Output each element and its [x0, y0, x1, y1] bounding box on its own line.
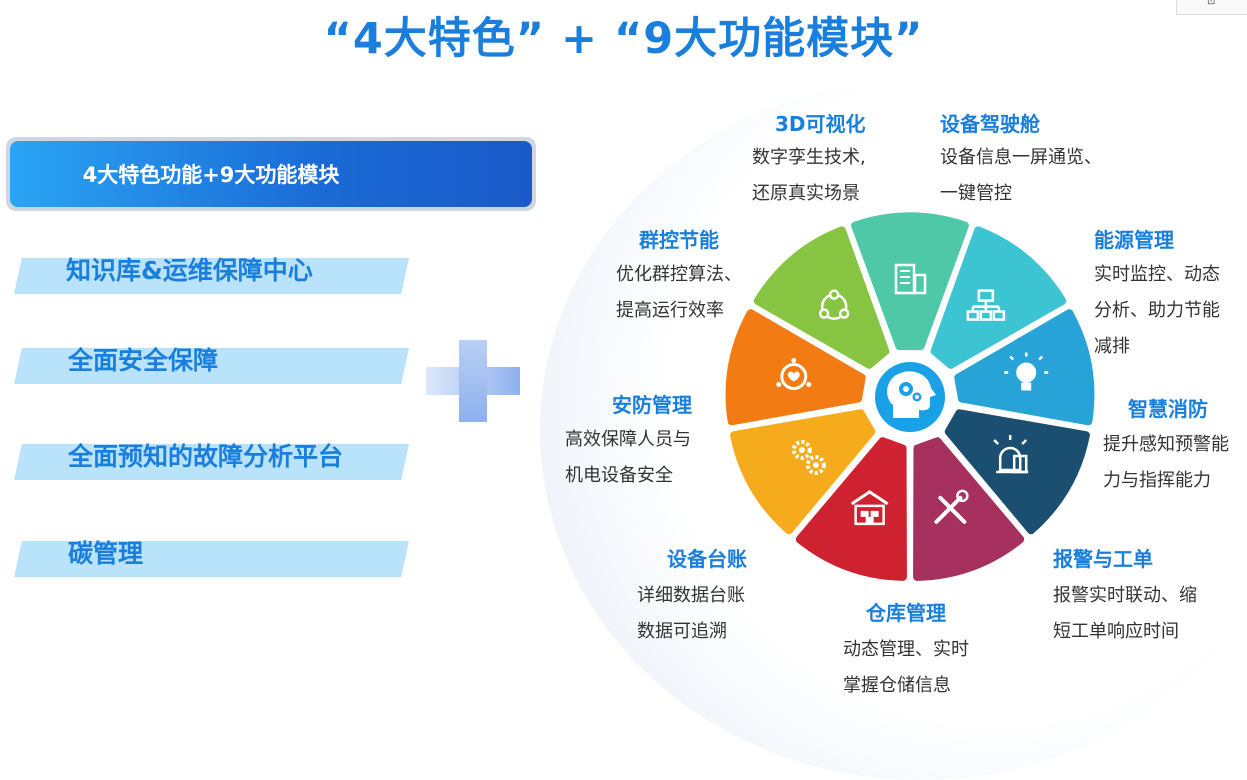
network-icon [818, 289, 850, 320]
module-title: 群控节能 [639, 228, 719, 252]
gears-icon [791, 440, 826, 475]
warehouse-icon [850, 490, 889, 526]
module-title: 3D可视化 [775, 112, 866, 136]
feature-item: 知识库&运维保障中心 [14, 254, 409, 294]
window-corner: ⊡ [1176, 0, 1247, 15]
tools-icon [934, 489, 969, 524]
lightbulb-icon [1004, 352, 1049, 391]
window-control-icon[interactable]: ⊡ [1207, 0, 1216, 7]
module-title: 仓库管理 [866, 601, 946, 625]
module-title: 设备台账 [667, 547, 747, 571]
module-segment [944, 409, 1090, 535]
module-description: 报警实时联动、缩 [1053, 585, 1197, 606]
module-description: 力与指挥能力 [1103, 470, 1211, 491]
feature-item: 全面预知的故障分析平台 [14, 440, 409, 480]
module-description: 提升感知预警能 [1103, 434, 1229, 455]
module-description: 优化群控算法、 [616, 264, 742, 285]
page-title: “4大特色” + “9大功能模块” [323, 14, 924, 64]
module-title: 报警与工单 [1053, 547, 1153, 571]
center-brain-icon [867, 354, 953, 440]
module-description: 设备信息一屏通览、 [940, 147, 1102, 168]
module-title: 安防管理 [612, 393, 692, 417]
alarm-icon [993, 435, 1029, 474]
module-description: 掌握仓储信息 [843, 675, 951, 696]
module-wheel [725, 212, 1095, 581]
module-segment-shape [930, 226, 1067, 369]
module-description: 提高运行效率 [616, 300, 724, 321]
feature-label: 全面安全保障 [68, 346, 219, 375]
module-description: 短工单响应时间 [1053, 621, 1179, 642]
feature-band [14, 541, 409, 577]
feature-item: 全面安全保障 [14, 344, 409, 384]
module-segment-shape [851, 212, 969, 351]
main-summary-label: 4大特色功能+9大功能模块 [10, 141, 532, 207]
feature-band [14, 348, 409, 384]
module-segment-shape [913, 437, 1025, 581]
module-description: 机电设备安全 [565, 465, 673, 486]
module-segment [753, 226, 890, 369]
module-segment-shape [725, 309, 866, 426]
feature-band [14, 444, 409, 480]
module-title: 智慧消防 [1128, 397, 1208, 421]
module-title: 能源管理 [1094, 228, 1174, 252]
main-summary-box: 4大特色功能+9大功能模块 [6, 137, 536, 211]
module-segment [913, 437, 1025, 581]
module-description: 动态管理、实时 [843, 639, 969, 660]
module-description: 数据可追溯 [637, 621, 727, 642]
module-description: 减排 [1094, 336, 1130, 357]
module-segment [725, 309, 866, 426]
module-description: 分析、助力节能 [1094, 300, 1220, 321]
feature-label: 知识库&运维保障中心 [66, 256, 313, 285]
module-segment-shape [795, 437, 907, 581]
module-segment-shape [753, 226, 890, 369]
feature-band [14, 258, 409, 294]
head-silhouette [887, 371, 936, 418]
feature-label: 碳管理 [68, 539, 144, 568]
module-segment [730, 409, 876, 535]
module-description: 数字孪生技术, [752, 147, 866, 168]
building-icon [894, 263, 927, 295]
module-description: 高效保障人员与 [565, 429, 691, 450]
module-segment [851, 212, 969, 351]
security-icon [776, 358, 812, 391]
module-description: 实时监控、动态 [1094, 264, 1220, 285]
module-segment-shape [730, 409, 876, 535]
plus-icon [426, 340, 520, 422]
module-segment [795, 437, 907, 581]
module-description: 详细数据台账 [637, 585, 745, 606]
module-description: 一键管控 [940, 183, 1012, 204]
feature-label: 全面预知的故障分析平台 [68, 442, 344, 471]
hierarchy-icon [966, 289, 1006, 321]
feature-item: 碳管理 [14, 537, 409, 577]
module-segment [930, 226, 1067, 369]
module-description: 还原真实场景 [752, 183, 860, 204]
module-title: 设备驾驶舱 [940, 112, 1040, 136]
module-segment [954, 309, 1095, 426]
